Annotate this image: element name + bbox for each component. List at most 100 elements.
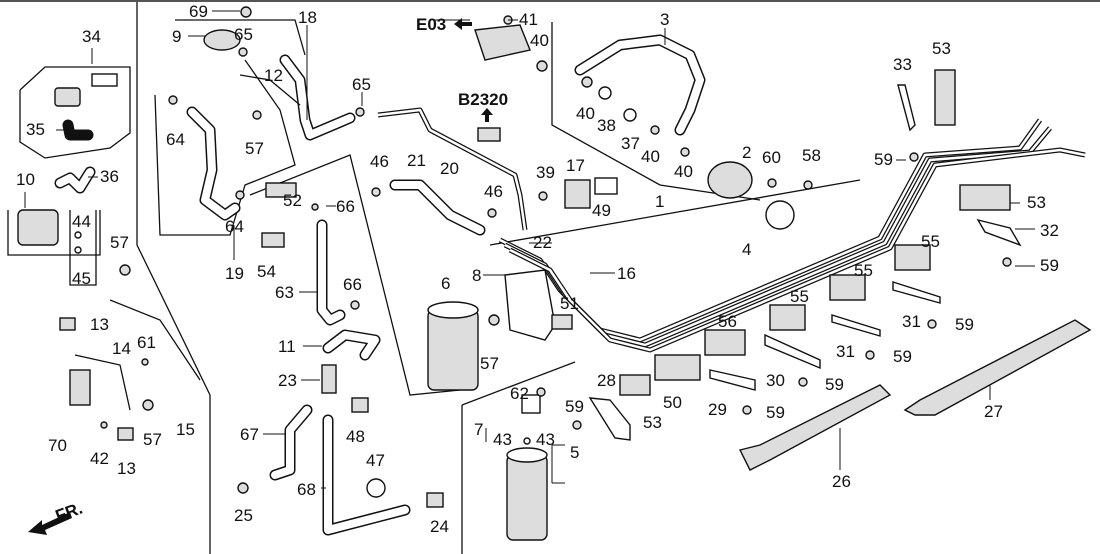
callout-2[interactable]: 2	[742, 143, 751, 162]
callout-36[interactable]: 36	[100, 167, 119, 186]
callout-9[interactable]: 9	[172, 27, 181, 46]
callout-15[interactable]: 15	[176, 420, 195, 439]
callout-1[interactable]: 1	[655, 192, 664, 211]
callout-10[interactable]: 10	[16, 170, 35, 189]
callout-44[interactable]: 44	[72, 212, 91, 231]
callout-43-a[interactable]: 43	[493, 430, 512, 449]
callout-63[interactable]: 63	[275, 283, 294, 302]
callout-11[interactable]: 11	[278, 337, 296, 356]
callout-31-a[interactable]: 31	[836, 342, 855, 361]
ref-b2320[interactable]: B2320	[458, 90, 508, 109]
callout-7[interactable]: 7	[474, 420, 483, 439]
callout-40-d[interactable]: 40	[674, 162, 693, 181]
callout-59-f[interactable]: 59	[766, 403, 785, 422]
callout-28[interactable]: 28	[597, 371, 616, 390]
callout-68[interactable]: 68	[297, 480, 316, 499]
callout-64-b[interactable]: 64	[225, 217, 244, 236]
callout-62[interactable]: 62	[510, 384, 529, 403]
callout-61[interactable]: 61	[137, 333, 156, 352]
callout-55-c[interactable]: 55	[790, 287, 809, 306]
callout-50[interactable]: 50	[663, 393, 682, 412]
callout-34[interactable]: 34	[82, 27, 101, 46]
callout-57-a[interactable]: 57	[245, 139, 264, 158]
callout-23[interactable]: 23	[278, 371, 297, 390]
callout-70[interactable]: 70	[48, 436, 67, 455]
callout-19[interactable]: 19	[225, 264, 244, 283]
callout-43-b[interactable]: 43	[536, 430, 555, 449]
callout-33[interactable]: 33	[893, 55, 912, 74]
callout-55-a[interactable]: 55	[921, 232, 940, 251]
callout-13-b[interactable]: 13	[117, 459, 136, 478]
callout-27[interactable]: 27	[984, 402, 1003, 421]
callout-55-b[interactable]: 55	[854, 261, 873, 280]
callout-46-b[interactable]: 46	[484, 182, 503, 201]
callout-40-a[interactable]: 40	[530, 31, 549, 50]
callout-48[interactable]: 48	[346, 427, 365, 446]
callout-59-g[interactable]: 59	[565, 397, 584, 416]
callout-59-a[interactable]: 59	[874, 150, 893, 169]
callout-53-a[interactable]: 53	[932, 39, 951, 58]
callout-3[interactable]: 3	[660, 10, 669, 29]
callout-40-c[interactable]: 40	[641, 147, 660, 166]
callout-58[interactable]: 58	[802, 146, 821, 165]
callout-18[interactable]: 18	[298, 8, 317, 27]
callout-66-b[interactable]: 66	[343, 275, 362, 294]
callout-24[interactable]: 24	[430, 517, 449, 536]
callout-69[interactable]: 69	[189, 2, 208, 21]
callout-38[interactable]: 38	[597, 116, 616, 135]
callout-17[interactable]: 17	[566, 156, 585, 175]
bracket-12	[239, 74, 301, 106]
callout-64-a[interactable]: 64	[166, 130, 185, 149]
callout-67[interactable]: 67	[240, 425, 259, 444]
washer-40-b	[581, 76, 593, 88]
callout-16[interactable]: 16	[617, 264, 636, 283]
callout-57-c[interactable]: 57	[143, 430, 162, 449]
callout-5[interactable]: 5	[570, 443, 579, 462]
callout-53-b[interactable]: 53	[1027, 193, 1046, 212]
callout-66-a[interactable]: 66	[336, 197, 355, 216]
callout-37[interactable]: 37	[621, 134, 640, 153]
callout-31-b[interactable]: 31	[902, 312, 921, 331]
callout-59-e[interactable]: 59	[825, 375, 844, 394]
callout-13-a[interactable]: 13	[90, 315, 109, 334]
callout-25[interactable]: 25	[234, 506, 253, 525]
callout-57-d[interactable]: 57	[480, 354, 499, 373]
callout-59-b[interactable]: 59	[1040, 256, 1059, 275]
callout-30[interactable]: 30	[766, 371, 785, 390]
callout-39[interactable]: 39	[536, 163, 555, 182]
callout-57-b[interactable]: 57	[110, 233, 129, 252]
callout-65-b[interactable]: 65	[352, 75, 371, 94]
callout-6[interactable]: 6	[441, 274, 450, 293]
callout-59-c[interactable]: 59	[955, 315, 974, 334]
callout-47[interactable]: 47	[366, 451, 385, 470]
callout-60[interactable]: 60	[762, 148, 781, 167]
callout-4[interactable]: 4	[742, 240, 751, 259]
callout-22[interactable]: 22	[533, 233, 552, 252]
callout-42[interactable]: 42	[90, 449, 109, 468]
callout-35[interactable]: 35	[26, 120, 45, 139]
callout-8[interactable]: 8	[472, 266, 481, 285]
callout-40-b[interactable]: 40	[576, 104, 595, 123]
callout-45[interactable]: 45	[72, 269, 91, 288]
callout-41[interactable]: 41	[519, 10, 538, 29]
callout-14[interactable]: 14	[112, 339, 131, 358]
callout-54[interactable]: 54	[257, 262, 276, 281]
callout-59-d[interactable]: 59	[893, 347, 912, 366]
callout-12[interactable]: 12	[264, 66, 283, 85]
callout-49[interactable]: 49	[592, 201, 611, 220]
callout-46-a[interactable]: 46	[370, 152, 389, 171]
callout-26[interactable]: 26	[832, 472, 851, 491]
callout-56[interactable]: 56	[718, 312, 737, 331]
callout-21[interactable]: 21	[407, 151, 426, 170]
callout-65-a[interactable]: 65	[234, 25, 253, 44]
nut-39	[538, 191, 548, 201]
callout-52[interactable]: 52	[283, 191, 302, 210]
callout-32[interactable]: 32	[1040, 221, 1059, 240]
washer-40-c	[650, 125, 660, 135]
callout-20[interactable]: 20	[440, 159, 459, 178]
callout-51[interactable]: 51	[560, 294, 579, 313]
ref-e03[interactable]: E03	[416, 15, 446, 34]
bolt-59-a	[909, 152, 919, 162]
callout-29[interactable]: 29	[708, 400, 727, 419]
callout-53-c[interactable]: 53	[643, 413, 662, 432]
